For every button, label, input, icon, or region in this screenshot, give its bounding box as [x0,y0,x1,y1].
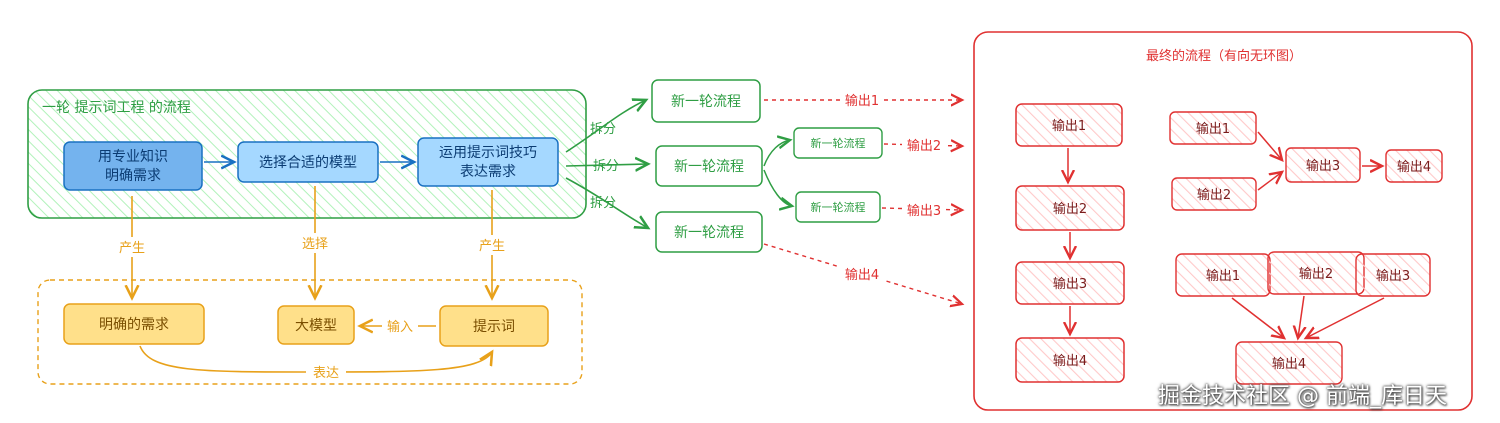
label-bg-output-3 [902,200,946,220]
arrow-split-1 [565,100,646,153]
arrow-sub-split-1 [763,140,790,167]
chain-node-4 [1015,337,1125,383]
label-express: 表达 [313,366,339,381]
dag1-node-1 [1169,111,1257,145]
step-prompt-skills [417,137,559,187]
requirements-group-frame [37,279,583,385]
process-group-title: 一轮 提示词工程 的流程 [42,100,191,116]
process-group: 一轮 提示词工程 的流程 用专业知识 明确需求 选择合适的模型 运用提示词技巧 … [27,89,587,219]
dag2-node-3-label: 输出3 [1376,268,1410,284]
node-sub-round-2-label: 新一轮流程 [811,200,866,214]
step-domain-knowledge-line2: 明确需求 [105,168,161,184]
node-sub-round-1-label: 新一轮流程 [811,136,866,150]
dag2-node-4-label: 输出4 [1272,356,1306,372]
arrow-output-4 [763,243,962,304]
final-flow-title: 最终的流程（有向无环图） [1146,48,1302,64]
step-domain-knowledge [63,141,203,191]
chain-node-2-label: 输出2 [1053,201,1087,217]
step-prompt-skills-line2: 表达需求 [460,164,516,180]
dag2-node-3 [1355,253,1431,297]
node-new-round-2-label: 新一轮流程 [674,159,744,175]
label-output-1: 输出1 [845,93,879,109]
label-select: 选择 [302,237,328,252]
step-select-model-label: 选择合适的模型 [259,155,357,171]
node-big-model [277,305,355,345]
node-sub-round-1 [793,127,883,159]
label-bg-produce-left [112,237,152,257]
label-split-1: 拆分 [590,122,616,137]
arrow-split-3 [565,177,648,228]
label-bg-express [306,362,346,382]
node-prompt-label: 提示词 [473,319,515,335]
label-output-2: 输出2 [907,138,941,154]
dag2-arrow-2 [1298,295,1304,338]
new-round-nodes: 新一轮流程 新一轮流程 新一轮流程 新一轮流程 新一轮流程 [651,79,883,253]
node-clear-need [63,303,205,345]
dag2-node-2-label: 输出2 [1299,266,1333,282]
label-input: 输入 [387,319,413,335]
dag1-node-3 [1285,147,1361,183]
node-new-round-1-label: 新一轮流程 [671,94,741,110]
chain-node-4-label: 输出4 [1053,353,1087,369]
dag1-node-1-label: 输出1 [1196,121,1230,137]
label-split-3: 拆分 [590,196,616,211]
final-flow-group: 最终的流程（有向无环图） 输出1 输出2 输出3 输出4 输出1 输出2 输出3… [973,31,1473,411]
node-new-round-3 [655,211,763,253]
step-select-model [237,141,379,183]
requirements-group: 明确的需求 大模型 提示词 输入 表达 [37,279,583,385]
node-new-round-3-label: 新一轮流程 [674,225,744,241]
step-domain-knowledge-line1: 用专业知识 [98,148,168,165]
watermark: 掘金技术社区 @ 前端_库日天 [1158,384,1447,409]
node-clear-need-label: 明确的需求 [99,317,169,333]
arrow-sub-split-2 [763,169,792,206]
label-produce-left: 产生 [119,241,145,256]
arrow-split-2 [565,164,648,166]
dag1-arrow-1 [1257,131,1282,160]
node-new-round-2 [655,145,763,187]
node-new-round-1 [651,79,761,123]
label-bg-output-1 [840,90,884,110]
node-sub-round-2 [795,191,881,223]
chain-node-3 [1015,261,1125,305]
label-bg-select [295,233,335,253]
dag2-node-4 [1235,341,1343,385]
split-arrows: 拆分 拆分 拆分 [565,100,648,228]
dag1-node-2 [1171,177,1257,211]
dag1-node-2-label: 输出2 [1197,187,1231,203]
label-bg-output-4 [840,264,884,284]
dag2-arrow-3 [1306,297,1385,338]
chain-node-1 [1015,103,1123,147]
label-bg-output-2 [902,135,946,155]
dag1-node-3-label: 输出3 [1306,158,1340,174]
node-prompt [439,305,549,347]
node-big-model-label: 大模型 [295,318,337,334]
label-produce-right: 产生 [479,239,505,254]
dag1-arrow-2 [1257,172,1282,191]
label-split-2: 拆分 [593,159,619,174]
dag1-node-4 [1385,149,1443,183]
output-arrows: 输出1 输出2 输出3 输出4 [763,90,962,304]
produce-arrows: 产生 选择 产生 [112,186,512,298]
label-bg-produce-right [472,235,512,255]
chain-node-2 [1015,185,1125,231]
chain-node-1-label: 输出1 [1052,118,1086,134]
arrow-output-2 [883,144,962,146]
chain-node-3-label: 输出3 [1053,276,1087,292]
step-prompt-skills-line1: 运用提示词技巧 [439,145,537,161]
dag2-node-1-label: 输出1 [1206,268,1240,284]
dag2-arrow-1 [1231,297,1284,338]
dag1-node-4-label: 输出4 [1397,159,1431,175]
label-output-4: 输出4 [845,267,879,283]
label-output-3: 输出3 [907,203,941,219]
label-bg-input [382,316,418,336]
